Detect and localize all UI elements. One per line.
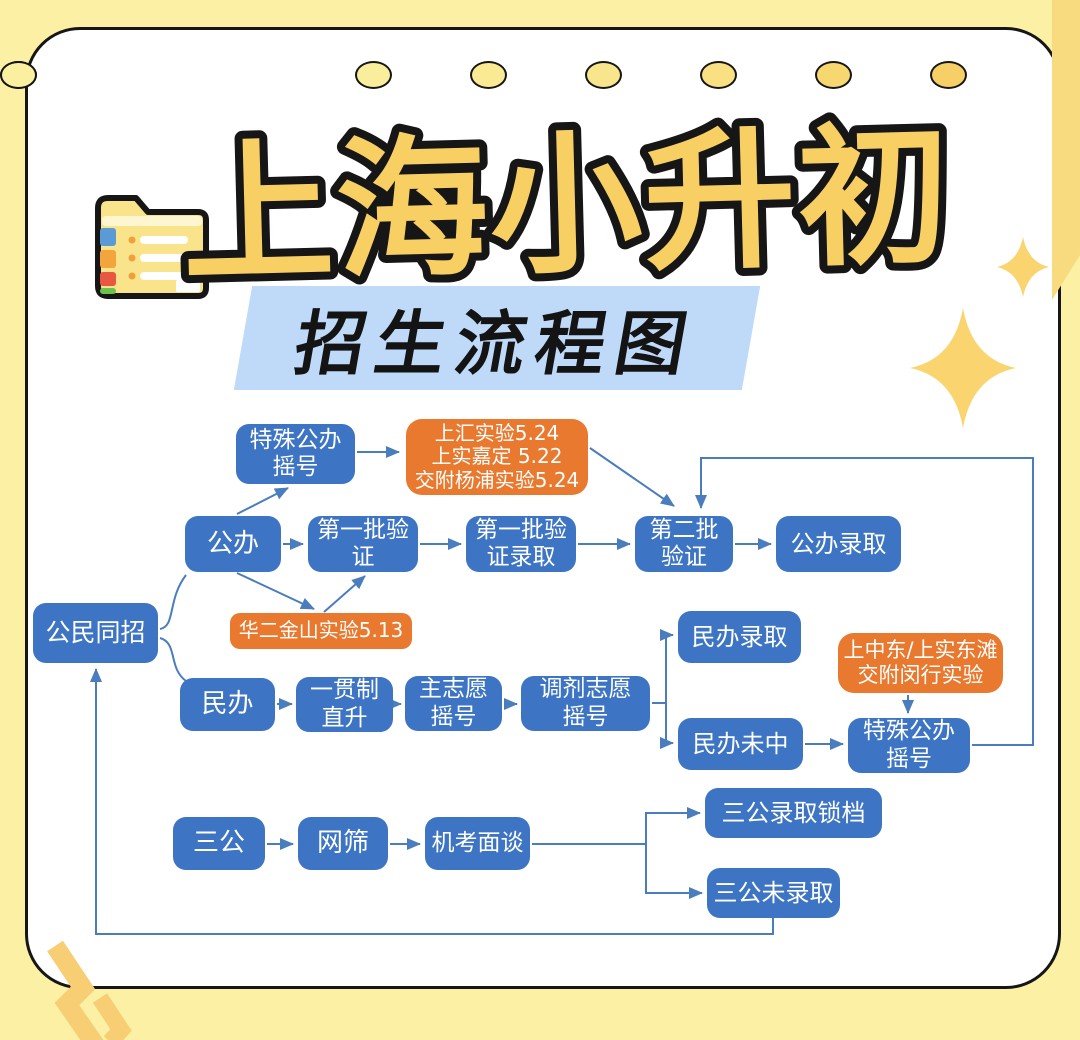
binder-hole — [470, 61, 507, 89]
subtitle-text: 招生流程图 — [288, 302, 704, 385]
node-public-admission: 公办录取 — [776, 516, 901, 572]
node-computer-test-interview: 机考面谈 — [425, 817, 530, 870]
node-batch2-verification: 第二批 验证 — [635, 516, 733, 572]
node-special-public-lottery-right: 特殊公办 摇号 — [848, 718, 970, 773]
node-experimental-schools-dates: 上汇实验5.24 上实嘉定 5.22 交附杨浦实验5.24 — [406, 419, 588, 495]
node-private-not-selected: 民办未中 — [678, 718, 803, 770]
node-online-screening: 网筛 — [298, 817, 388, 870]
node-adjustment-choice-lottery: 调剂志愿 摇号 — [521, 676, 650, 731]
node-sangong-schools: 三公 — [173, 817, 265, 870]
title-text: 上海小升初 — [180, 107, 954, 304]
binder-hole — [700, 61, 737, 89]
subtitle-band: 招生流程图 — [233, 286, 761, 390]
binder-hole — [585, 61, 622, 89]
lightning-icon — [92, 993, 132, 1040]
main-title: 上海小升初 — [172, 99, 962, 310]
node-first-choice-lottery: 主志愿 摇号 — [405, 676, 502, 731]
node-shangzhongdong-experimental: 上中东/上实东滩 交附闵行实验 — [838, 633, 1003, 693]
binder-hole — [355, 61, 392, 89]
binder-hole — [815, 61, 852, 89]
folder-icon — [95, 195, 209, 299]
node-through-train-promotion: 一贯制 直升 — [296, 677, 393, 732]
node-special-public-lottery-top: 特殊公办 摇号 — [236, 424, 355, 484]
binder-hole — [0, 61, 37, 89]
node-simultaneous-enrollment: 公民同招 — [33, 603, 158, 663]
node-huaer-jinshan-experimental: 华二金山实验5.13 — [230, 613, 412, 649]
corner-shade-decoration — [1052, 0, 1080, 300]
node-private-admission: 民办录取 — [678, 611, 801, 663]
node-sangong-not-admitted: 三公未录取 — [707, 868, 840, 918]
node-sangong-admission-locked: 三公录取锁档 — [705, 788, 882, 838]
node-batch1-verification: 第一批验 证 — [308, 516, 418, 572]
node-private-school: 民办 — [180, 678, 275, 731]
node-public-school: 公办 — [185, 516, 281, 572]
binder-hole — [930, 61, 967, 89]
node-batch1-verification-admission: 第一批验 证录取 — [466, 516, 576, 572]
